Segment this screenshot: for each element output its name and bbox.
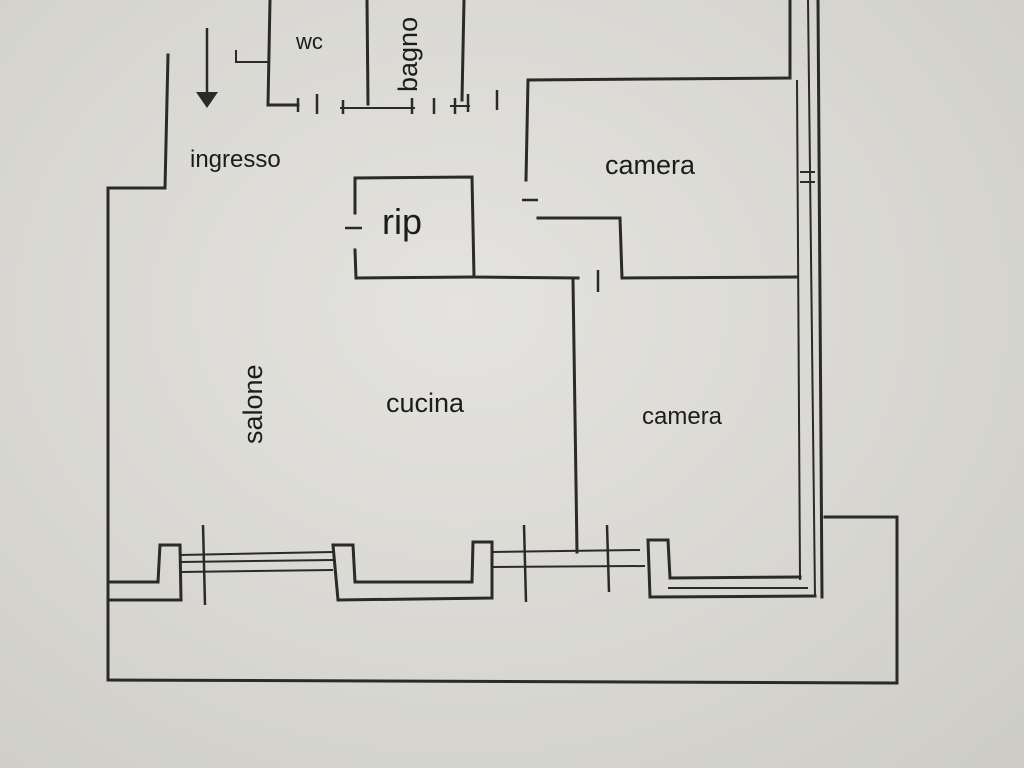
cucina-label: cucina — [386, 388, 465, 418]
window-2-jamb-1 — [522, 524, 528, 603]
camera-bottom-label: camera — [642, 403, 723, 430]
east-wall-middle — [807, 0, 816, 598]
camera-top-walls — [522, 76, 799, 292]
ingresso-west-wall — [106, 53, 170, 190]
wc-west-wall — [266, 0, 300, 107]
window-1-line-1 — [179, 551, 334, 556]
rip-label: rip — [382, 201, 422, 242]
window-2-line-2 — [491, 565, 646, 568]
camera-top-south-wall — [536, 216, 799, 280]
south-pier-1 — [106, 543, 183, 602]
bagno-label: bagno — [393, 17, 423, 92]
bagno-east-wall — [460, 0, 466, 102]
rip-walls — [345, 175, 580, 280]
south-pier-2-recess — [331, 540, 494, 602]
salone-label: salone — [238, 364, 268, 444]
window-2-line-1 — [491, 549, 641, 553]
south-facade — [106, 524, 817, 606]
window-1-line-3 — [179, 569, 334, 573]
wc-stub — [235, 50, 268, 63]
camera-top-label: camera — [605, 150, 696, 180]
bathroom-block — [235, 0, 499, 114]
window-1-line-2 — [179, 559, 334, 563]
wc-bagno-partition — [365, 0, 370, 106]
cucina-camera-wall — [571, 278, 579, 554]
rip-walls-outline — [353, 175, 580, 280]
outer-walls — [106, 53, 899, 685]
kitchen-bedroom-partition — [571, 278, 579, 554]
south-pier-3-outer — [646, 538, 817, 599]
east-wall-inner — [796, 79, 801, 581]
south-pier-3 — [646, 538, 802, 580]
east-walls — [788, 0, 824, 599]
wc-label: wc — [295, 29, 323, 54]
ingresso-label: ingresso — [190, 146, 281, 173]
window-1-jamb — [201, 524, 207, 606]
rip-south-wall — [353, 248, 476, 280]
east-wall-outer — [816, 0, 824, 599]
camera-top-north-wall — [524, 76, 792, 182]
arrow-down-icon — [196, 28, 218, 108]
terrace-east-edge — [823, 515, 899, 685]
room-labels: wc bagno ingresso rip camera camera salo… — [190, 17, 723, 444]
window-2-jamb-2 — [605, 524, 611, 593]
terrace-bottom-edge — [106, 678, 899, 685]
